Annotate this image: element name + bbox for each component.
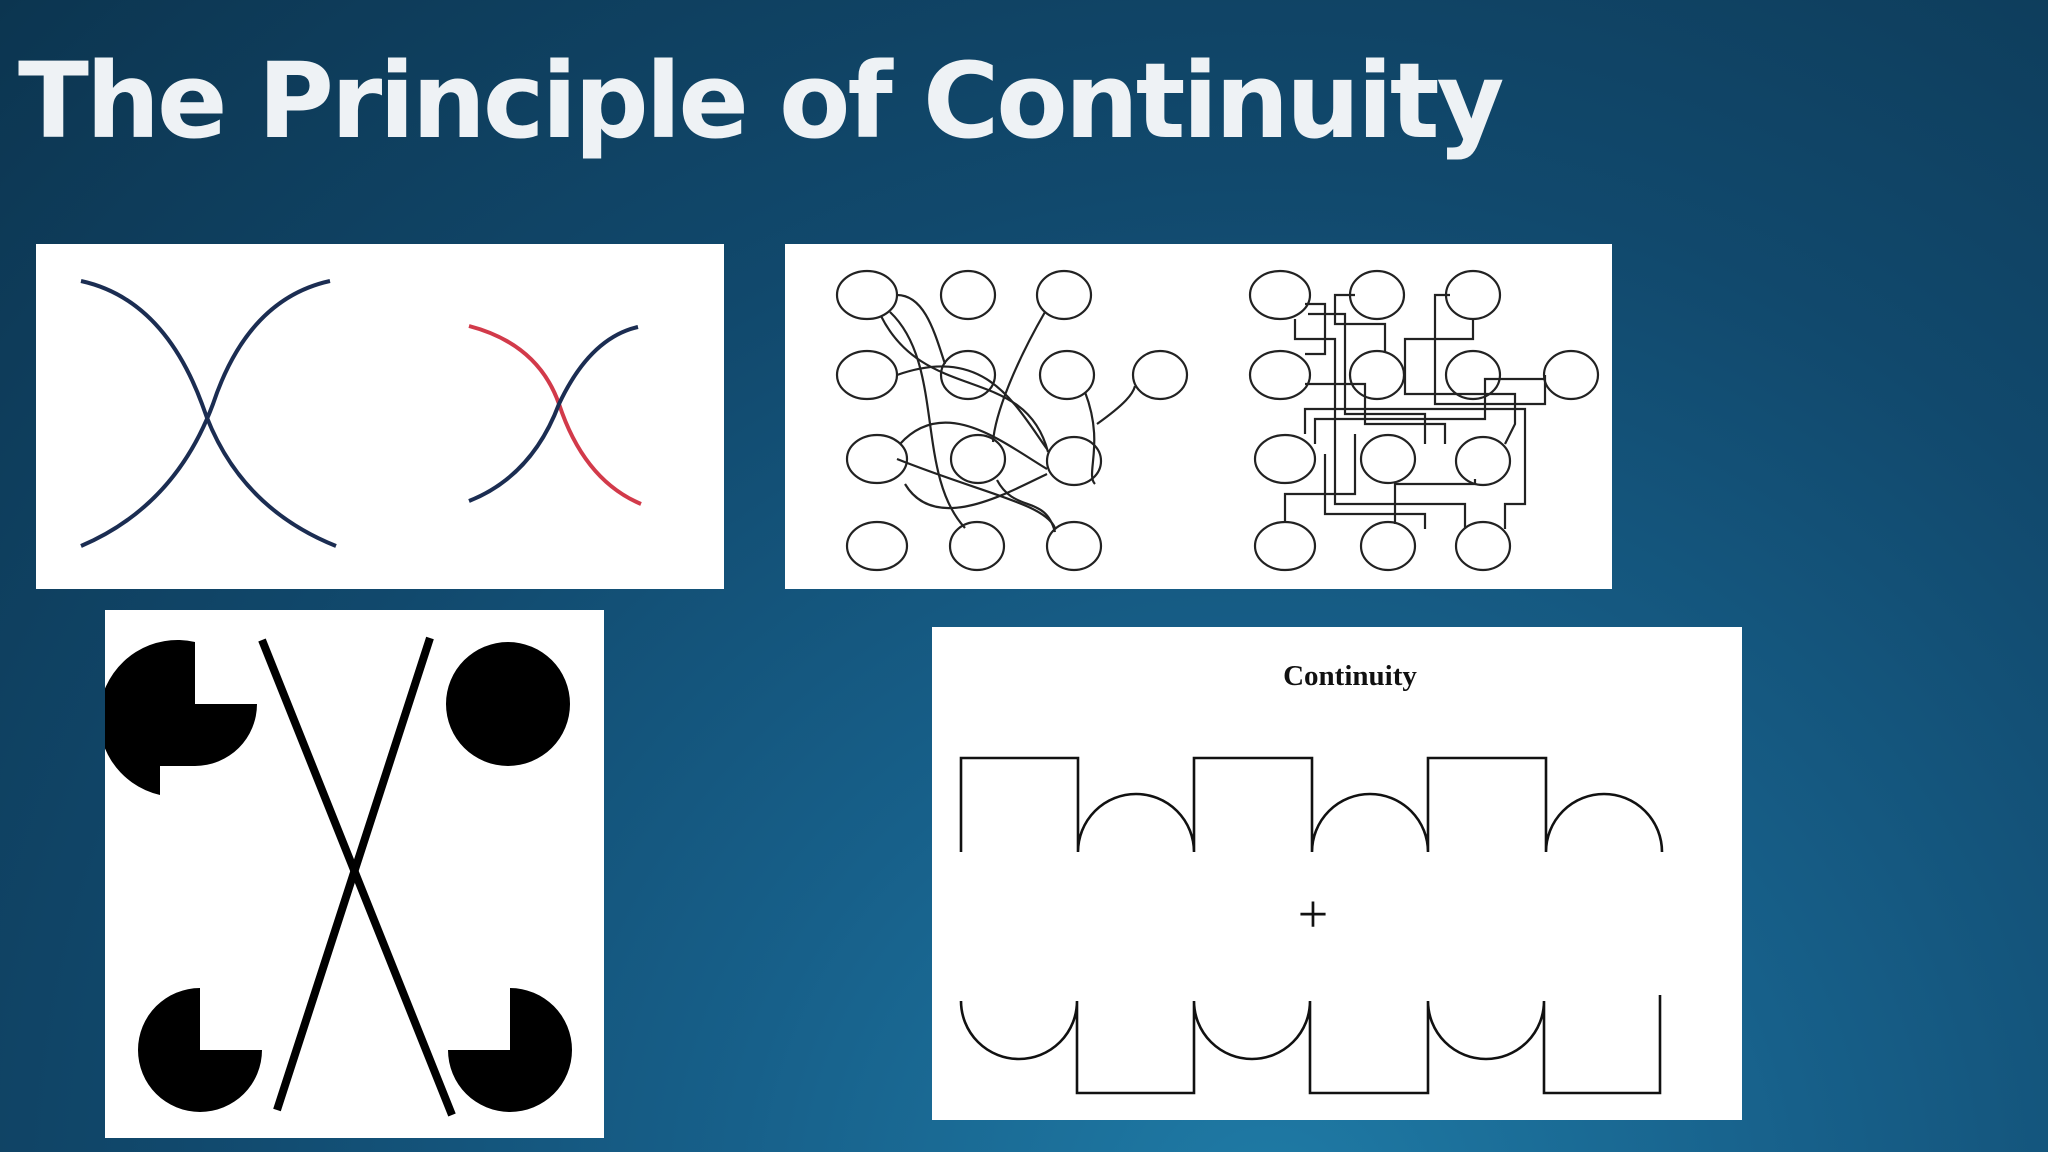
circle-node	[845, 433, 909, 485]
circle-node	[835, 349, 899, 401]
circle-node	[1248, 349, 1312, 401]
circle-node	[1454, 435, 1512, 487]
circle-node	[1359, 433, 1417, 485]
circle-node	[845, 520, 909, 572]
angular-connector	[1393, 479, 1477, 524]
angular-connector	[1433, 293, 1547, 406]
circle-node	[1348, 349, 1406, 401]
circle-node	[948, 520, 1006, 572]
curved-connector	[996, 479, 1057, 533]
angular-connector	[1305, 302, 1327, 356]
angular-connector	[1313, 377, 1545, 444]
circle-node	[1253, 520, 1317, 572]
circle-node	[1444, 269, 1502, 321]
angular-connector	[1303, 407, 1527, 529]
illusory-contour-illustration	[105, 636, 572, 1117]
curved-connector	[880, 315, 1050, 453]
curved-connector	[1096, 385, 1137, 425]
navy-curve-left-b	[80, 279, 331, 548]
navy-curve-left-a	[80, 279, 337, 548]
circle-node	[1253, 433, 1317, 485]
circle-network-figure	[785, 244, 1612, 589]
slide-title: The Principle of Continuity	[18, 40, 1504, 162]
diagonal-bar	[273, 636, 434, 1112]
angular-connector	[1403, 319, 1517, 445]
angular-connector	[1283, 434, 1357, 522]
pacman-shape	[105, 640, 257, 795]
angular-connector	[1305, 382, 1447, 444]
pacman-shape	[138, 988, 262, 1112]
curved-connector	[1083, 391, 1096, 485]
circle-node	[1045, 520, 1103, 572]
circle-node	[1348, 269, 1406, 321]
curved-connector	[904, 473, 1048, 510]
pacman-shape	[446, 642, 570, 766]
circle-network-illustration	[835, 269, 1600, 572]
circle-node	[1542, 349, 1600, 401]
illusory-contour-figure	[105, 610, 604, 1138]
circle-node	[835, 269, 899, 321]
angular-connector	[1293, 319, 1467, 529]
curved-connector	[899, 421, 1048, 470]
curved-connector	[896, 293, 947, 365]
curved-connector	[991, 311, 1046, 443]
curved-connector	[896, 457, 1057, 529]
crossing-curves-figure	[36, 244, 724, 589]
lower-waveform	[959, 995, 1662, 1095]
circle-node	[1248, 269, 1312, 321]
angular-connector	[1323, 454, 1427, 529]
plus-operator: +	[1298, 884, 1328, 944]
circle-node	[1444, 349, 1502, 401]
circle-node	[939, 269, 997, 321]
circle-node	[1045, 435, 1103, 487]
curved-connector	[896, 365, 1048, 450]
circle-node	[1038, 349, 1096, 401]
continuity-waveform-illustration: Continuity +	[959, 660, 1664, 1095]
continuity-waveform-figure: Continuity +	[932, 627, 1742, 1120]
diagonal-bar	[258, 638, 456, 1117]
pacman-shape	[448, 988, 572, 1112]
circle-node	[1454, 520, 1512, 572]
circle-node	[1035, 269, 1093, 321]
circle-node	[939, 349, 997, 401]
circle-node	[1131, 349, 1189, 401]
navy-curve-right	[468, 325, 639, 503]
crossing-curves-illustration	[80, 279, 642, 548]
upper-waveform	[959, 756, 1664, 853]
angular-connector	[1333, 293, 1387, 352]
circle-node	[1359, 520, 1417, 572]
curved-connector	[889, 311, 966, 529]
figure-label: Continuity	[1283, 660, 1417, 692]
circle-node	[949, 433, 1007, 485]
